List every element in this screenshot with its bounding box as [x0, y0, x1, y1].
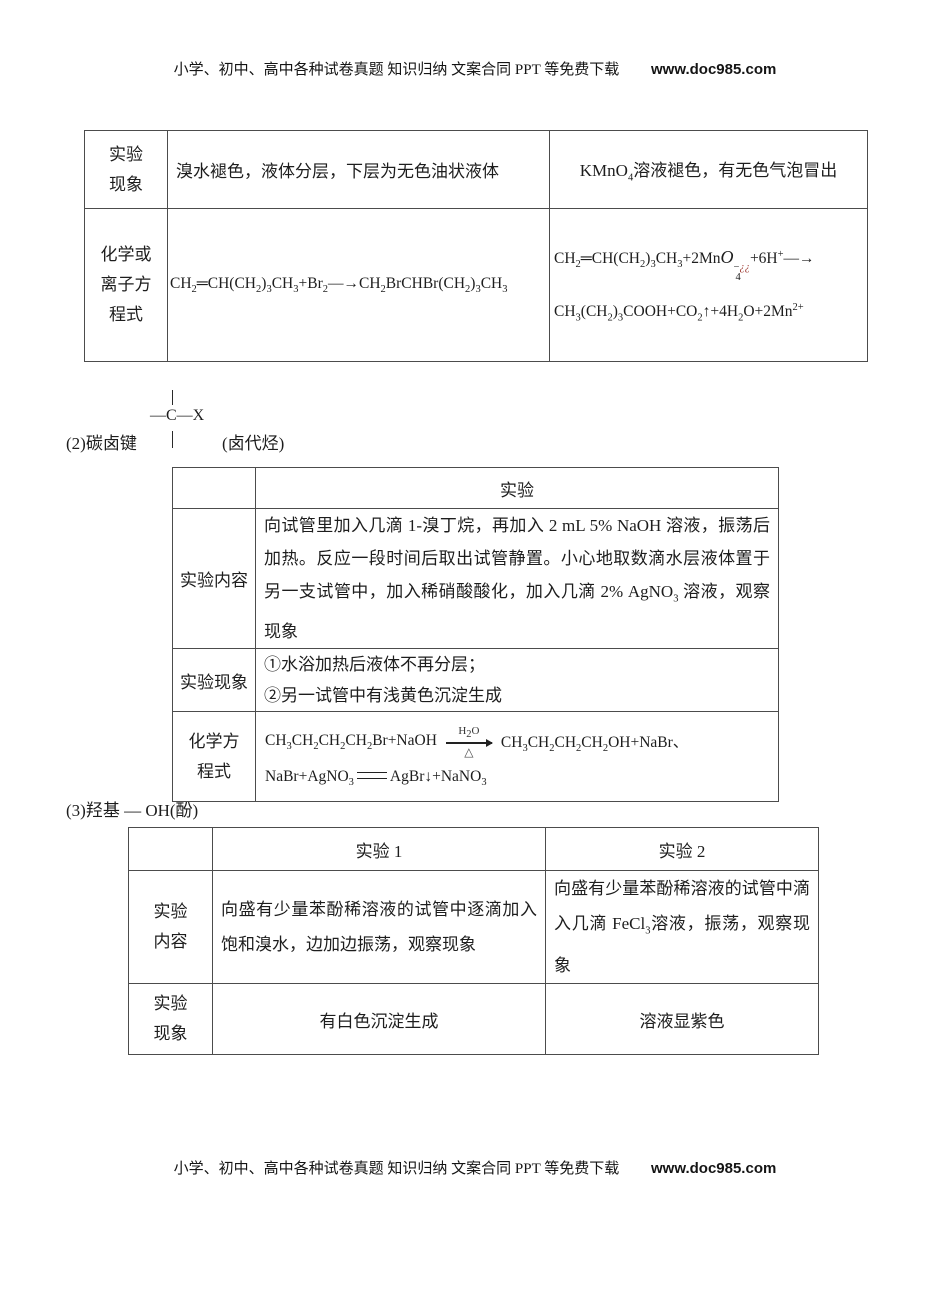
experiment-phenomenon-cell: ①水浴加热后液体不再分层； ②另一试管中有浅黄色沉淀生成	[255, 648, 779, 713]
kmno4-equation-line2: CH3(CH2)3COOH+CO2↑+4H2O+2Mn2+	[554, 301, 804, 324]
arrow-shaft	[445, 742, 492, 744]
alkene-experiment-table: 实验 现象 溴水褪色，液体分层，下层为无色油状液体 KMnO4溶液褪色，有无色气…	[84, 130, 868, 362]
page-footer: 小学、初中、高中各种试卷真题 知识归纳 文案合同 PPT 等免费下载 www.d…	[0, 1157, 950, 1178]
bromine-equation-cell: CH2═CH(CH2)3CH3+Br2—→CH2BrCHBr(CH2)3CH3	[167, 208, 550, 362]
row-label-phenomenon: 实验现象	[172, 648, 256, 713]
bond-line-bottom	[172, 431, 173, 448]
experiment-header-cell: 实验	[255, 467, 779, 509]
row-label-content: 实验内容	[172, 507, 256, 650]
empty-header-cell	[172, 467, 256, 509]
row-label-equation: 化学方 程式	[172, 711, 256, 803]
haloalkane-experiment-table: 实验 实验内容 向试管里加入几滴 1-溴丁烷，再加入 2 mL 5% NaOH …	[172, 467, 779, 803]
section3-title: (3)羟基 — OH(酚)	[66, 801, 199, 820]
arrow-condition-top: H2O	[458, 724, 480, 740]
row-label-equation: 化学或 离子方 程式	[84, 208, 168, 362]
experiment2-phenomenon-cell: 溶液显紫色	[545, 983, 819, 1056]
carbon-halogen-structure: —C—X	[150, 390, 220, 452]
equation-cell: CH3CH2CH2CH2Br+NaOH H2O △ CH3CH2CH2CH2OH…	[255, 711, 779, 803]
arrow-condition-bottom: △	[464, 744, 474, 759]
experiment1-phenomenon-cell: 有白色沉淀生成	[212, 983, 546, 1056]
phenomenon-line2: ②另一试管中有浅黄色沉淀生成	[264, 686, 502, 706]
row-label-phenomenon: 实验 现象	[84, 130, 168, 209]
reaction-arrow: H2O △	[445, 724, 492, 759]
header-promo-text: 小学、初中、高中各种试卷真题 知识归纳 文案合同 PPT 等免费下载	[173, 62, 620, 78]
section2-title: (2)碳卤键	[66, 434, 137, 453]
experiment2-header-cell: 实验 2	[545, 827, 819, 871]
row-label-phenomenon: 实验 现象	[128, 983, 213, 1056]
empty-header-cell	[128, 827, 213, 871]
structure-formula-text: —C—X	[150, 407, 205, 424]
section2-suffix: (卤代烃)	[222, 434, 285, 453]
bromine-phenomenon-cell: 溴水褪色，液体分层，下层为无色油状液体	[167, 130, 550, 209]
footer-site-url: www.doc985.com	[651, 1160, 777, 1177]
experiment1-content-cell: 向盛有少量苯酚稀溶液的试管中逐滴加入饱和溴水，边加边振荡，观察现象	[212, 869, 546, 985]
kmno4-equation-line1: CH2═CH(CH2)3CH3+2MnO−¿¿4+6H+—→	[554, 246, 815, 284]
equation-left: CH3CH2CH2CH2Br+NaOH	[265, 731, 437, 752]
phenomenon-line1: ①水浴加热后液体不再分层；	[264, 655, 485, 675]
header-site-url: www.doc985.com	[651, 61, 777, 78]
footer-promo-text: 小学、初中、高中各种试卷真题 知识归纳 文案合同 PPT 等免费下载	[173, 1161, 620, 1177]
bond-line-top	[172, 390, 173, 405]
kmno4-equation-cell: CH2═CH(CH2)3CH3+2MnO−¿¿4+6H+—→ CH3(CH2)3…	[549, 208, 868, 362]
row-label-content: 实验 内容	[128, 869, 213, 985]
phenol-experiment-table: 实验 1 实验 2 实验 内容 向盛有少量苯酚稀溶液的试管中逐滴加入饱和溴水，边…	[128, 827, 819, 1056]
experiment-content-cell: 向试管里加入几滴 1-溴丁烷，再加入 2 mL 5% NaOH 溶液，振荡后加热…	[255, 507, 779, 650]
kmno4-phenomenon-cell: KMnO4溶液褪色，有无色气泡冒出	[549, 130, 868, 209]
experiment2-content-cell: 向盛有少量苯酚稀溶液的试管中滴入几滴 FeCl3溶液，振荡，观察现象	[545, 869, 819, 985]
equation-right: CH3CH2CH2CH2OH+NaBr、	[500, 733, 689, 754]
page-header: 小学、初中、高中各种试卷真题 知识归纳 文案合同 PPT 等免费下载 www.d…	[0, 58, 950, 79]
substitution-equation: CH3CH2CH2CH2Br+NaOH H2O △ CH3CH2CH2CH2OH…	[265, 724, 777, 759]
experiment1-header-cell: 实验 1	[212, 827, 546, 871]
